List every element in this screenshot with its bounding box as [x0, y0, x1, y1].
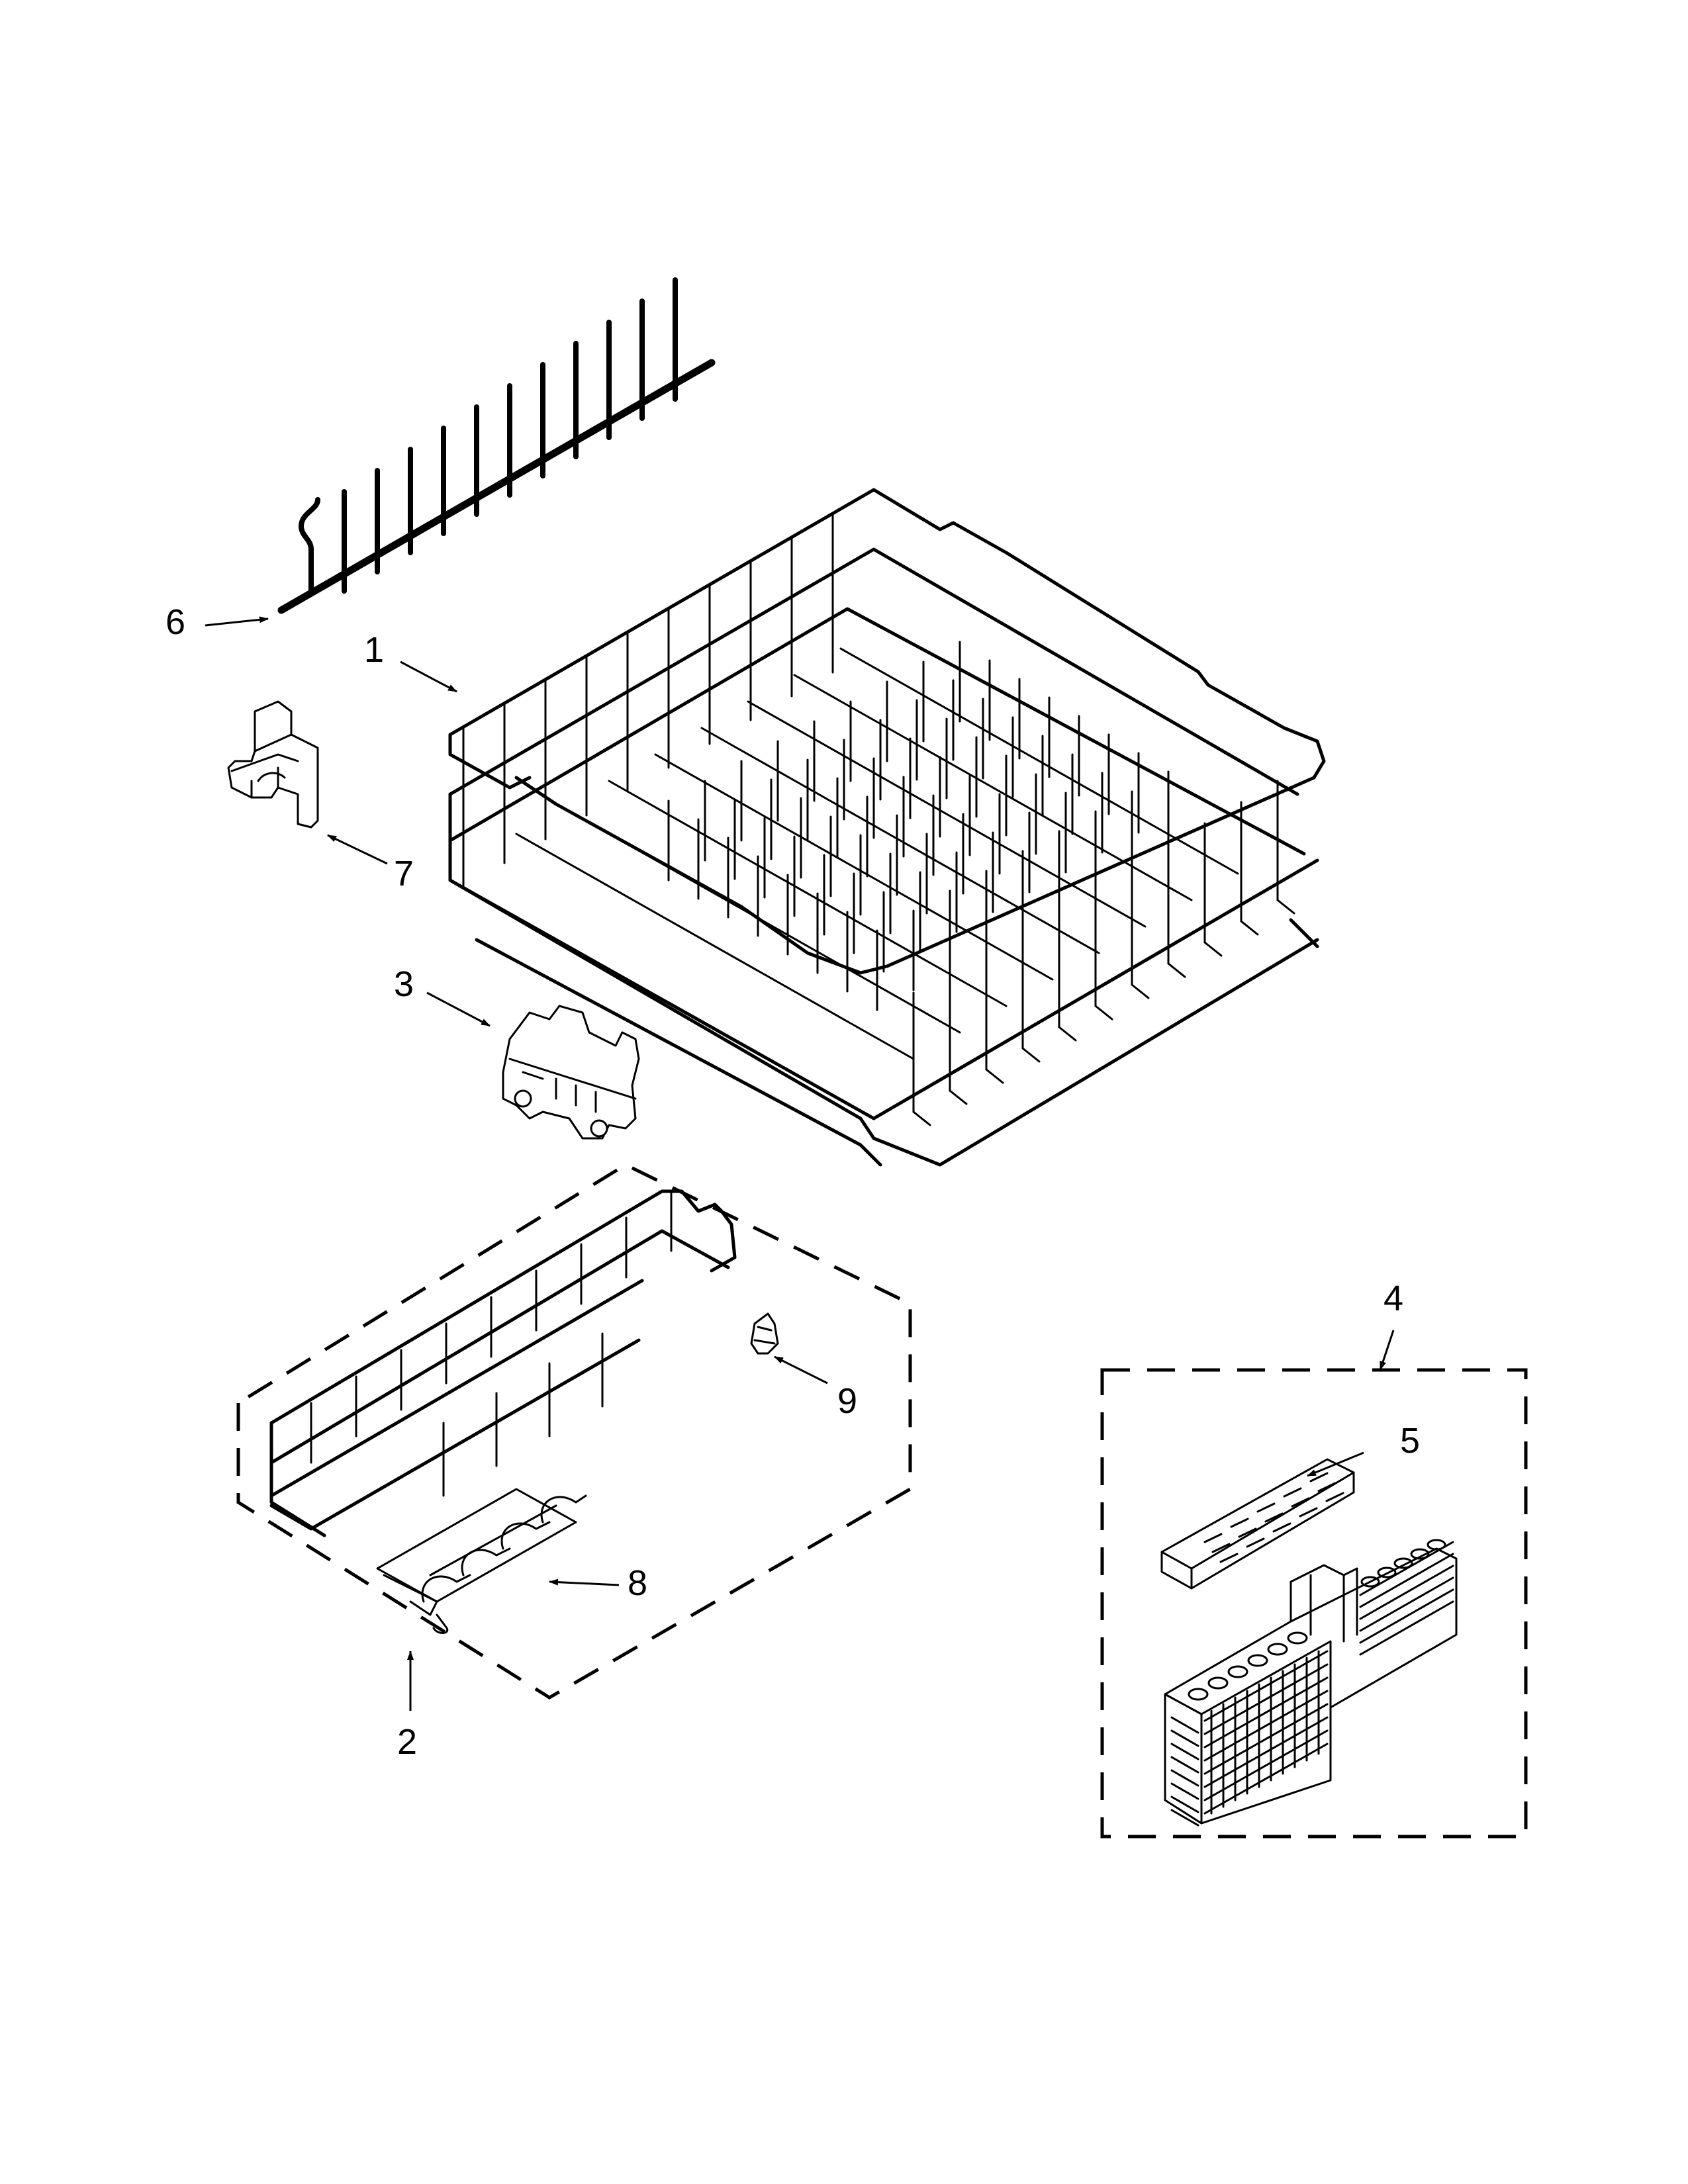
callout-9: 9 [837, 1381, 857, 1421]
fold-down-tine-part [376, 1488, 587, 1634]
basket-body-part [1164, 1539, 1458, 1827]
callout-8: 8 [628, 1563, 647, 1603]
tine-row-assembly-part [236, 1163, 912, 1700]
leader-4 [1379, 1330, 1395, 1371]
leader-9 [774, 1355, 828, 1385]
leader-lines [205, 616, 1395, 1711]
leader-7 [327, 834, 388, 865]
callout-4: 4 [1383, 1279, 1403, 1318]
callout-7: 7 [394, 854, 414, 893]
tine-clip-part [750, 1312, 779, 1355]
leader-1 [400, 660, 457, 693]
basket-lid-part [1160, 1458, 1355, 1590]
leader-8 [549, 1578, 620, 1586]
callout-2: 2 [397, 1722, 417, 1762]
leader-6 [205, 616, 269, 627]
rack-roller-clip-part [502, 1005, 640, 1140]
callout-labels: 6 1 7 3 9 8 2 4 5 [165, 602, 1420, 1762]
silverware-basket-assembly-part [1100, 1368, 1528, 1839]
leader-5 [1307, 1451, 1364, 1477]
callout-5: 5 [1400, 1421, 1420, 1461]
callout-6: 6 [165, 602, 185, 642]
lower-dishrack-part [448, 488, 1326, 1167]
callout-3: 3 [394, 964, 414, 1004]
leader-3 [426, 991, 491, 1027]
rack-stop-clip-part [227, 700, 319, 829]
callout-1: 1 [364, 630, 384, 670]
tine-row-part [277, 277, 716, 614]
